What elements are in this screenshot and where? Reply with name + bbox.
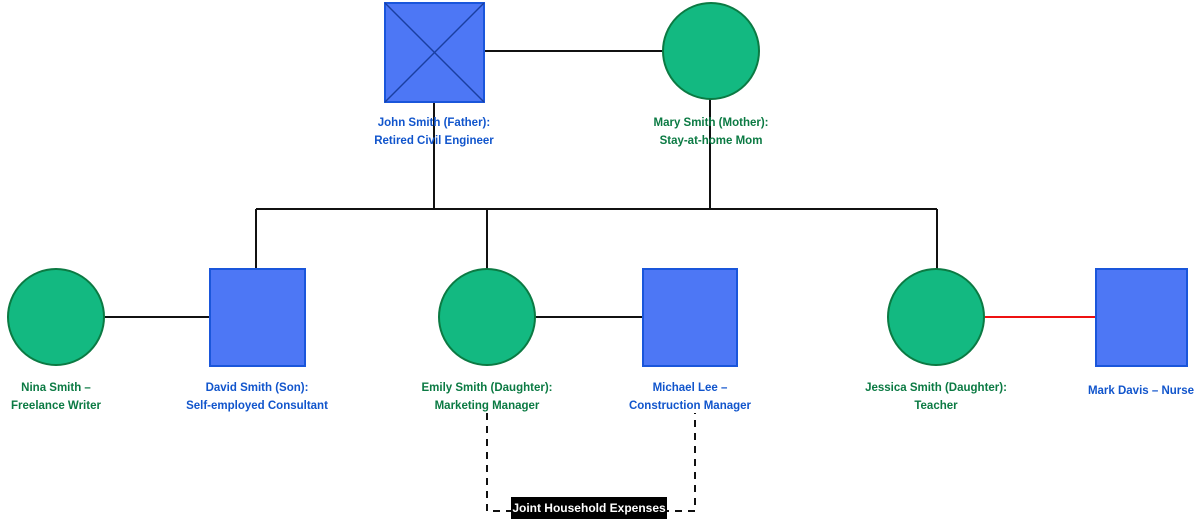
circle-shape-female bbox=[7, 268, 105, 366]
deceased-cross-icon bbox=[384, 2, 485, 103]
person-label-line1: Michael Lee – bbox=[653, 382, 728, 394]
person-node-michael[interactable]: Michael Lee – Construction Manager bbox=[629, 268, 752, 412]
person-label-line2: Self-employed Consultant bbox=[186, 400, 328, 412]
circle-shape-female bbox=[438, 268, 536, 366]
person-label-line2: Teacher bbox=[914, 400, 958, 412]
person-node-emily[interactable]: Emily Smith (Daughter): Marketing Manage… bbox=[422, 268, 553, 412]
annotation-label: Joint Household Expenses bbox=[512, 501, 666, 515]
person-node-nina[interactable]: Nina Smith – Freelance Writer bbox=[7, 268, 105, 412]
square-shape-male bbox=[642, 268, 738, 367]
person-label-line2: Freelance Writer bbox=[11, 400, 101, 412]
annotation-badge-background bbox=[511, 497, 667, 519]
person-label-line1: David Smith (Son): bbox=[206, 382, 309, 394]
person-label-line2: Marketing Manager bbox=[435, 400, 540, 412]
dashed-bracket bbox=[486, 413, 696, 512]
person-label-line1: Nina Smith – bbox=[21, 382, 91, 394]
person-node-jessica[interactable]: Jessica Smith (Daughter): Teacher bbox=[865, 268, 1007, 412]
person-node-mark[interactable]: Mark Davis – Nurse bbox=[1088, 268, 1194, 397]
person-label-line2: Stay-at-home Mom bbox=[660, 135, 763, 147]
person-node-david[interactable]: David Smith (Son): Self-employed Consult… bbox=[186, 268, 328, 412]
person-label-line1: Jessica Smith (Daughter): bbox=[865, 382, 1007, 394]
circle-shape-female bbox=[887, 268, 985, 366]
person-node-john[interactable]: John Smith (Father): Retired Civil Engin… bbox=[374, 2, 494, 147]
person-label-line1: Emily Smith (Daughter): bbox=[422, 382, 553, 394]
person-label-line1: Mark Davis – Nurse bbox=[1088, 385, 1194, 397]
person-label-line1: Mary Smith (Mother): bbox=[654, 117, 769, 129]
square-shape-male bbox=[209, 268, 306, 367]
square-shape-male bbox=[1095, 268, 1188, 367]
annotation-joint-household-expenses[interactable]: Joint Household Expenses bbox=[486, 413, 696, 519]
person-label-line1: John Smith (Father): bbox=[378, 117, 490, 129]
person-label-line2: Retired Civil Engineer bbox=[374, 135, 494, 147]
circle-shape-female bbox=[662, 2, 760, 100]
person-label-line2: Construction Manager bbox=[629, 400, 752, 412]
person-node-mary[interactable]: Mary Smith (Mother): Stay-at-home Mom bbox=[654, 2, 769, 147]
